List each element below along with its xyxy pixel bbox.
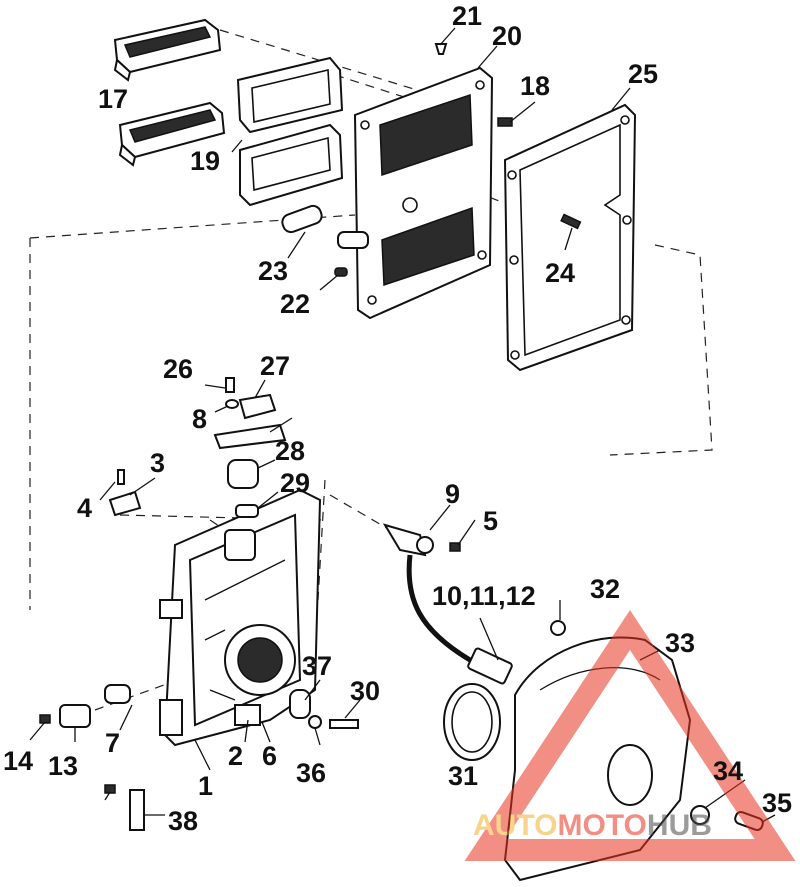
callout-30: 32 [590,574,620,604]
callout-2: 2 [228,741,243,771]
callout-29: 31 [448,761,478,791]
reed-gasket-lower [239,123,344,207]
silencer-cover [503,620,692,882]
callout-35: 37 [302,651,332,681]
reed-plate [337,66,494,320]
callout-6: 6 [262,741,277,771]
callout-32: 34 [713,756,743,786]
position-sensor [382,523,513,685]
callout-7: 7 [105,728,120,758]
callout-23: 25 [628,59,658,89]
callout-28: 30 [350,676,380,706]
callout-22: 24 [545,258,575,288]
callout-10-11-12: 10,11,12 [432,581,536,611]
leader-lines [29,27,776,823]
callout-21: 23 [258,256,288,286]
callout-8: 8 [192,404,207,434]
callout-16: 18 [520,71,550,101]
callout-36: 38 [168,806,198,836]
sensor-parts [108,377,287,518]
reed-block-upper [113,18,222,82]
seal-ring [443,683,501,761]
callout-4: 4 [77,493,92,523]
callout-20: 22 [280,289,310,319]
callout-27: 29 [280,468,310,498]
callout-1: 1 [198,771,213,801]
callout-24: 26 [163,354,193,384]
callout-26: 28 [275,436,305,466]
callout-31: 33 [665,628,695,658]
callout-14: 14 [3,746,33,776]
callout-25: 27 [260,351,290,381]
small-parts-upper [281,43,582,277]
callout-labels: 21 20 25 18 17 19 23 22 24 26 27 8 28 3 … [3,1,792,836]
callout-5: 5 [483,506,498,536]
svg-text:AUTOMOTOHUB: AUTOMOTOHUB [473,809,712,842]
cover-gasket [503,103,637,372]
watermark-text-hub: HUB [647,809,712,842]
callout-9: 9 [445,479,460,509]
callout-19: 21 [452,1,482,31]
callout-18: 20 [492,21,522,51]
callout-13: 13 [48,751,78,781]
reed-gasket-upper [236,56,344,134]
watermark-text-auto: AUTO [473,809,557,842]
callout-17: 19 [190,146,220,176]
intake-manifold [159,488,322,747]
callout-34: 36 [296,758,326,788]
reed-block-lower [118,101,226,167]
callout-15: 17 [98,84,128,114]
watermark-text-moto: MOTO [557,809,646,842]
callout-33: 35 [762,788,792,818]
watermark-logo: AUTOMOTOHUB [464,610,796,861]
callout-3: 3 [150,448,165,478]
